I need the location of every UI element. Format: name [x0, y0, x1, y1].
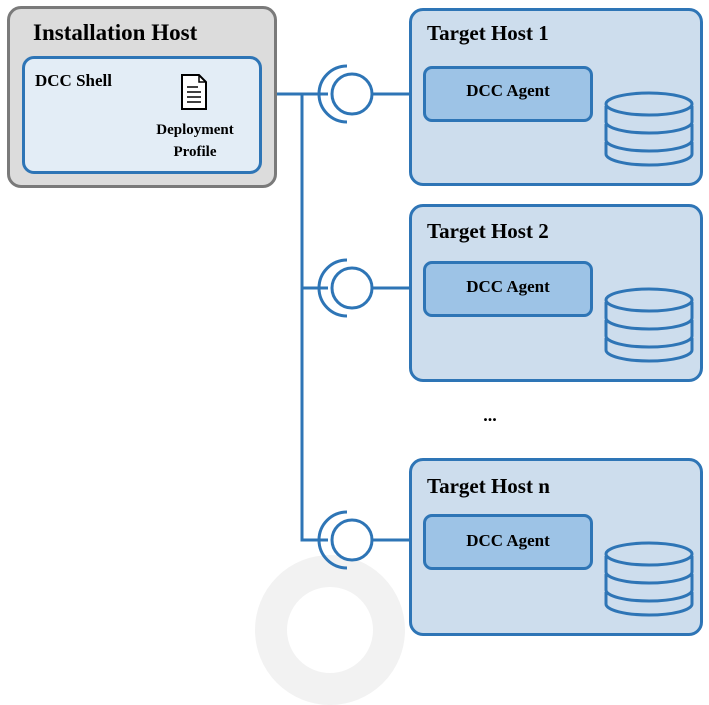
interface-connector-2: [317, 258, 374, 318]
deployment-profile-line2: Profile: [173, 144, 217, 160]
more-hosts-ellipsis: ...: [483, 405, 497, 425]
document-icon: [181, 74, 207, 110]
dcc-agent-n-box: [423, 514, 593, 570]
dcc-agent-1-box: [423, 66, 593, 122]
target-host-n-title: Target Host n: [427, 474, 550, 498]
installation-host-title: Installation Host: [33, 20, 198, 45]
dcc-shell-label: DCC Shell: [35, 71, 112, 90]
target-host-2-title: Target Host 2: [427, 219, 549, 243]
deployment-profile-line1: Deployment: [156, 122, 234, 138]
connection-lines: [262, 64, 410, 570]
dcc-shell-box: [22, 56, 262, 174]
dcc-agent-1-label: DCC Agent: [466, 81, 550, 100]
interface-connector-n: [317, 510, 374, 570]
database-icon: [604, 541, 694, 617]
dcc-agent-2-box: [423, 261, 593, 317]
database-icon: [604, 287, 694, 363]
interface-connector-1: [317, 64, 374, 124]
dcc-agent-2-label: DCC Agent: [466, 277, 550, 296]
database-icon: [604, 91, 694, 167]
target-host-1-title: Target Host 1: [427, 21, 549, 45]
deployment-profile-label: Deployment Profile: [140, 119, 250, 163]
dcc-agent-n-label: DCC Agent: [466, 531, 550, 550]
